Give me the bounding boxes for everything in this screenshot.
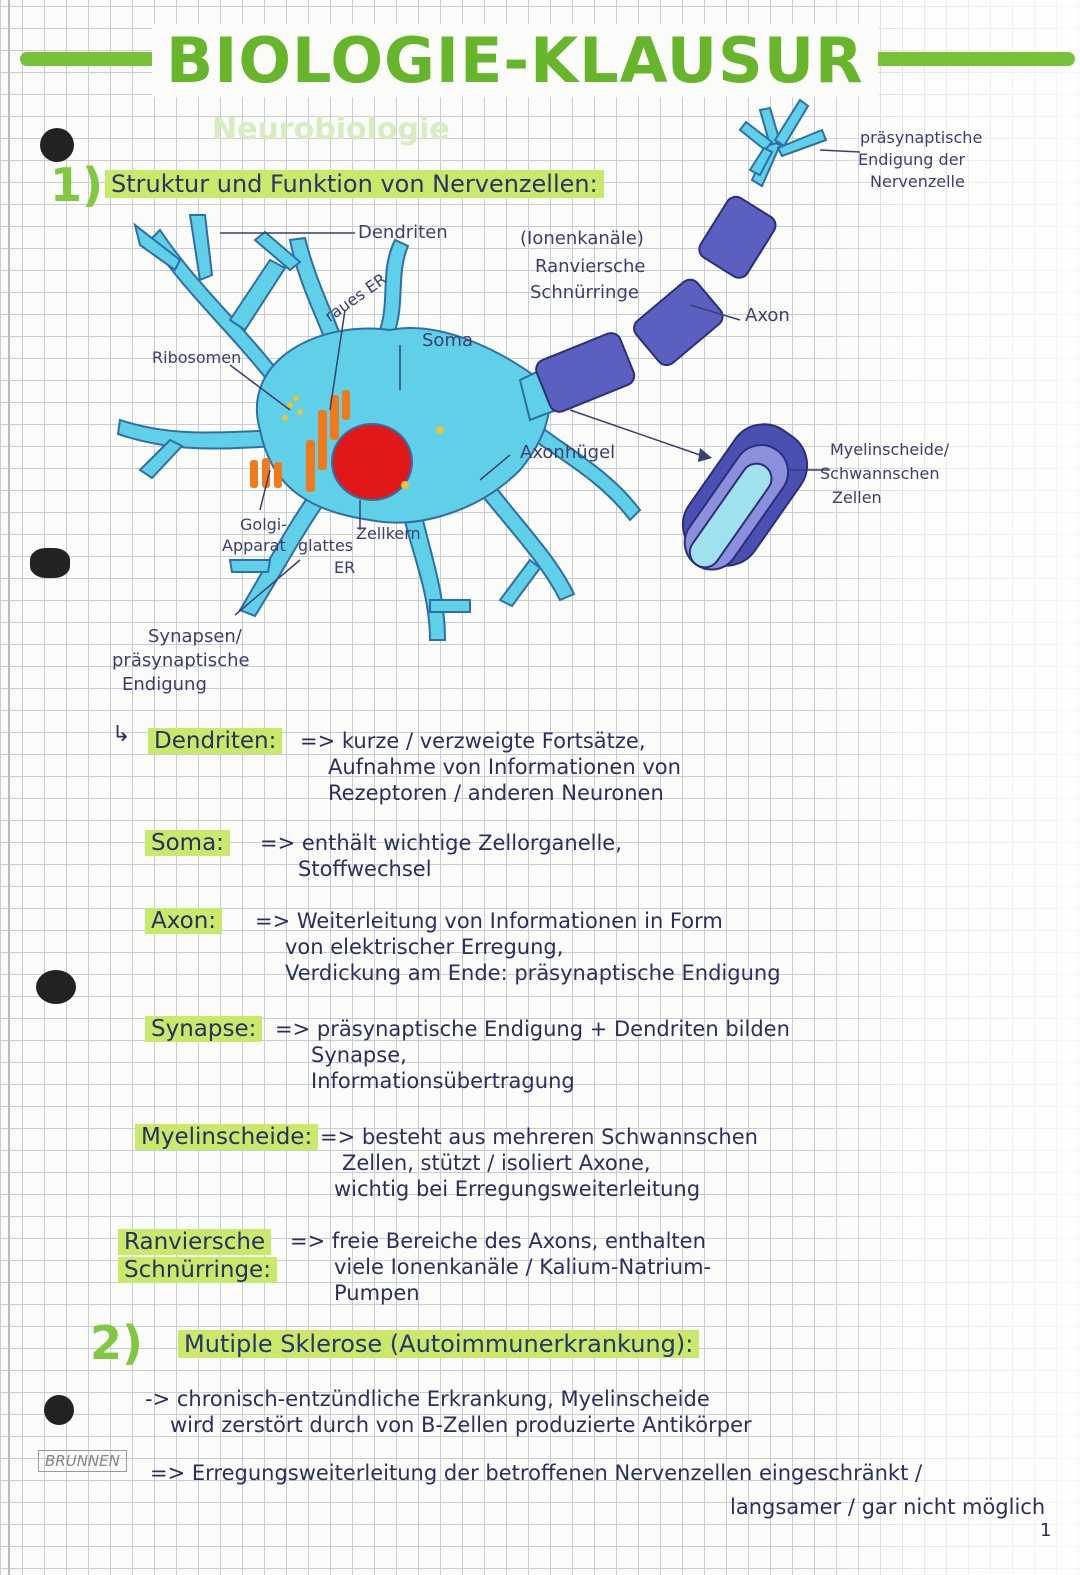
axon xyxy=(535,138,782,413)
page-subtitle: Neurobiologie xyxy=(212,112,450,147)
label-golgi-1: Golgi- xyxy=(240,515,288,534)
term-soma: Soma: xyxy=(145,830,230,856)
label-axonhuegel: Axonhügel xyxy=(520,442,616,463)
label-praesynaptisch-1: präsynaptische xyxy=(860,128,983,147)
label-golgi-2: Apparat xyxy=(222,536,286,555)
section-number: 1) xyxy=(50,158,104,212)
arrow-icon: ↳ xyxy=(112,722,131,747)
myelin-cross-section xyxy=(681,423,809,571)
label-axon: Axon xyxy=(745,305,790,326)
label-myelin-3: Zellen xyxy=(832,488,882,507)
def-ranviersche: => freie Bereiche des Axons, enthalten v… xyxy=(290,1229,712,1305)
presynaptic-terminal xyxy=(738,98,828,177)
label-ranviersche: Ranviersche xyxy=(535,256,646,277)
label-synapsen-2: präsynaptische xyxy=(112,650,250,671)
soma xyxy=(255,327,551,524)
paper-shadow xyxy=(810,0,1080,1575)
myelin-segment xyxy=(633,278,724,367)
def-synapse: => präsynaptische Endigung + Dendriten b… xyxy=(275,1017,790,1093)
nucleus xyxy=(331,423,413,501)
page-title: BIOLOGIE-KLAUSUR xyxy=(152,24,878,97)
term-myelinscheide: Myelinscheide: xyxy=(135,1124,319,1150)
term-synapse: Synapse: xyxy=(145,1016,263,1042)
term-axon: Axon: xyxy=(145,908,223,934)
section-number: 2) xyxy=(90,1316,144,1370)
def-soma: => enthält wichtige Zellorganelle, Stoff… xyxy=(260,831,622,881)
label-soma: Soma xyxy=(422,330,474,351)
organelles xyxy=(250,390,350,492)
label-synapsen-3: Endigung xyxy=(122,674,207,695)
ms-line-4: langsamer / gar nicht möglich xyxy=(730,1495,1046,1519)
term-dendriten: Dendriten: xyxy=(148,728,283,754)
ms-line-3: => Erregungsweiterleitung der betroffene… xyxy=(150,1461,923,1485)
leader-lines xyxy=(220,149,861,616)
label-praesynaptisch-3: Nervenzelle xyxy=(870,172,965,191)
section-heading: Struktur und Funktion von Nervenzellen: xyxy=(105,170,604,198)
myelin-segment xyxy=(698,195,777,279)
label-myelin-2: Schwannschen xyxy=(820,464,940,483)
label-zellkern: Zellkern xyxy=(356,524,421,543)
ribosome-dots xyxy=(282,395,444,489)
dendrites xyxy=(116,214,642,641)
page-number: 1 xyxy=(1040,1520,1052,1541)
punch-hole xyxy=(36,970,76,1004)
label-glattes-er-2: ER xyxy=(334,558,356,577)
def-myelinscheide: => besteht aus mehreren Schwannschen Zel… xyxy=(320,1125,758,1201)
label-praesynaptisch-2: Endigung der xyxy=(858,150,966,169)
label-ribosomen: Ribosomen xyxy=(152,348,242,367)
brand-logo: BRUNNEN xyxy=(38,1450,127,1472)
term-ranviersche: Ranviersche Schnürringe: xyxy=(118,1228,277,1284)
punch-hole xyxy=(40,128,74,162)
label-synapsen-1: Synapsen/ xyxy=(148,626,242,647)
ms-line-2: wird zerstört durch von B-Zellen produzi… xyxy=(170,1413,752,1437)
punch-hole xyxy=(30,548,70,578)
myelin-segment xyxy=(535,332,636,413)
label-dendriten: Dendriten xyxy=(358,222,448,243)
label-schnuerringe: Schnürringe xyxy=(530,282,639,303)
margin-line xyxy=(8,0,10,1575)
ms-line-1: -> chronisch-entzündliche Erkrankung, My… xyxy=(145,1387,710,1411)
label-glattes-er-1: glattes xyxy=(298,536,354,555)
punch-hole xyxy=(44,1395,74,1425)
def-dendriten: => kurze / verzweigte Fortsätze, Aufnahm… xyxy=(300,729,681,805)
label-ionenkanaele: (Ionenkanäle) xyxy=(520,228,644,249)
neuron-diagram xyxy=(116,98,861,641)
def-axon: => Weiterleitung von Informationen in Fo… xyxy=(255,909,781,985)
section-heading: Mutiple Sklerose (Autoimmunerkrankung): xyxy=(178,1330,700,1358)
label-myelin-1: Myelinscheide/ xyxy=(830,440,950,459)
